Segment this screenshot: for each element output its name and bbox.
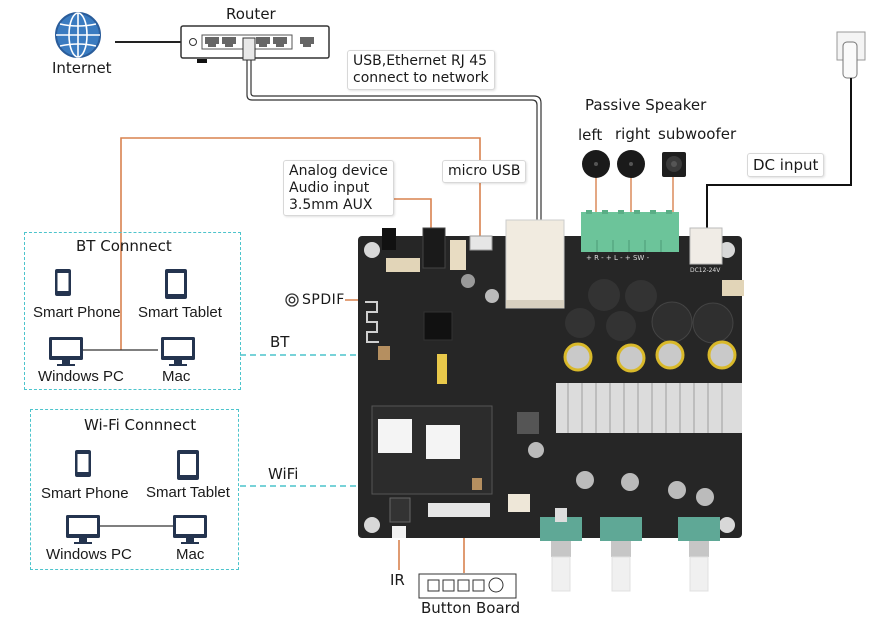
- bt-windows-pc-icon: [49, 337, 83, 366]
- wifi-smartphone-label: Smart Phone: [41, 485, 129, 502]
- bt-tablet-icon: [165, 269, 187, 299]
- bt-mac-icon: [161, 337, 195, 366]
- wifi-mac-label: Mac: [176, 546, 205, 563]
- internet-label: Internet: [52, 59, 112, 77]
- wifi-connect-group: [30, 409, 239, 570]
- wifi-tablet-icon: [177, 450, 199, 480]
- wifi-windows-pc-label: Windows PC: [46, 546, 132, 563]
- amplifier-board: [358, 210, 744, 592]
- bt-group-title: BT Connnect: [76, 237, 172, 255]
- wifi-tablet-label: Smart Tablet: [146, 484, 230, 501]
- subwoofer-label: subwoofer: [658, 125, 737, 143]
- left-speaker-label: left: [578, 126, 603, 144]
- button-board-icon: [418, 573, 517, 599]
- right-speaker-icon: [617, 150, 645, 178]
- analog-callout-line-3: 3.5mm AUX: [289, 196, 373, 213]
- bt-tablet-label: Smart Tablet: [138, 304, 222, 321]
- router-label: Router: [226, 5, 276, 23]
- dc-cable: [706, 78, 852, 235]
- power-adapter-icon: [836, 31, 866, 79]
- bt-smartphone-label: Smart Phone: [33, 304, 121, 321]
- network-callout: USB,Ethernet RJ 45 connect to network: [347, 50, 495, 90]
- left-speaker-icon: [582, 150, 610, 178]
- spdif-label: SPDIF: [302, 292, 345, 308]
- bt-windows-pc-label: Windows PC: [38, 368, 124, 385]
- wifi-mac-icon: [173, 515, 207, 544]
- wifi-windows-pc-icon: [66, 515, 100, 544]
- bt-mac-label: Mac: [162, 368, 191, 385]
- network-callout-line-1: USB,Ethernet RJ 45: [353, 53, 488, 69]
- wifi-group-title: Wi-Fi Connnect: [84, 416, 197, 434]
- bt-connect-group: [24, 232, 241, 390]
- wifi-smartphone-icon: [75, 450, 91, 477]
- dc-input-label: DC input: [747, 153, 825, 177]
- passive-speaker-title: Passive Speaker: [585, 96, 707, 114]
- analog-callout-line-2: Audio input: [289, 179, 370, 196]
- ethernet-cable: [246, 60, 542, 222]
- globe-icon: [55, 12, 101, 58]
- dc-silkscreen: DC12-24V: [690, 267, 721, 274]
- wifi-link-label: WiFi: [268, 465, 299, 483]
- bt-smartphone-icon: [55, 269, 71, 296]
- ir-label: IR: [390, 571, 405, 589]
- bt-link-label: BT: [270, 333, 290, 351]
- micro-usb-label: micro USB: [442, 160, 527, 183]
- spdif-icon: [285, 293, 299, 307]
- subwoofer-icon: [662, 152, 686, 177]
- button-board-label: Button Board: [421, 599, 521, 617]
- bt-usb-wire: [120, 137, 481, 350]
- terminal-silkscreen: + R - + L - + SW -: [586, 254, 650, 262]
- aux-wire: [390, 198, 432, 236]
- analog-input-callout: Analog device Audio input 3.5mm AUX: [283, 160, 394, 217]
- right-speaker-label: right: [615, 125, 651, 143]
- network-callout-line-2: connect to network: [353, 69, 489, 86]
- analog-callout-line-1: Analog device: [289, 163, 388, 179]
- router-icon: [180, 25, 330, 63]
